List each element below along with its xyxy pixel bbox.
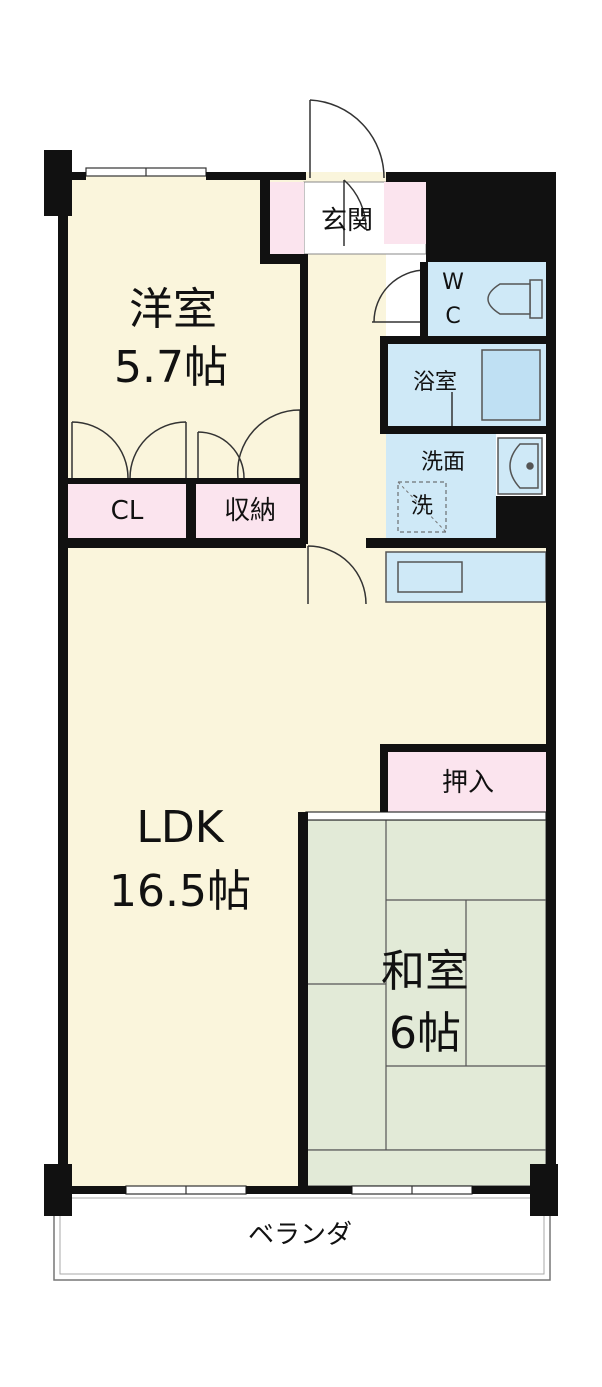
washer-pan (397, 481, 447, 533)
washroom-area (386, 434, 496, 538)
tatami-border (305, 1149, 547, 1187)
oshiire-label: 押入 (441, 768, 494, 798)
japanese-room-size: 6帖 (389, 1008, 461, 1059)
entrance-label: 玄関 (320, 206, 373, 236)
washroom-label: 洗面 (420, 450, 465, 475)
shoe-cabinet-right (384, 182, 426, 244)
closet-label: CL (110, 496, 144, 526)
veranda-inner (59, 1197, 545, 1275)
shoe-cabinet-left (270, 182, 304, 254)
kitchen-sink (397, 561, 463, 593)
veranda-area (53, 1191, 551, 1281)
toilet-fixture (487, 279, 543, 319)
western-room-name: 洋室 (129, 284, 217, 335)
western-room-size: 5.7帖 (114, 342, 228, 393)
storage-area (194, 482, 304, 540)
veranda-label: ベランダ (247, 1220, 352, 1250)
closet-area (66, 482, 188, 540)
ldk-name: LDK (136, 802, 224, 853)
oshiire-area (386, 752, 546, 812)
wash-basin (497, 437, 543, 495)
washer-label: 洗 (410, 494, 433, 519)
japanese-room-name: 和室 (381, 946, 469, 997)
wc-label-c: C (445, 304, 461, 329)
wc-label-w: W (442, 270, 464, 295)
ldk-size: 16.5帖 (109, 866, 251, 917)
storage-label: 収納 (223, 496, 276, 526)
bath-tub (481, 349, 541, 421)
door-swings (71, 99, 453, 605)
bath-label: 浴室 (412, 370, 457, 395)
walls (44, 150, 558, 1216)
